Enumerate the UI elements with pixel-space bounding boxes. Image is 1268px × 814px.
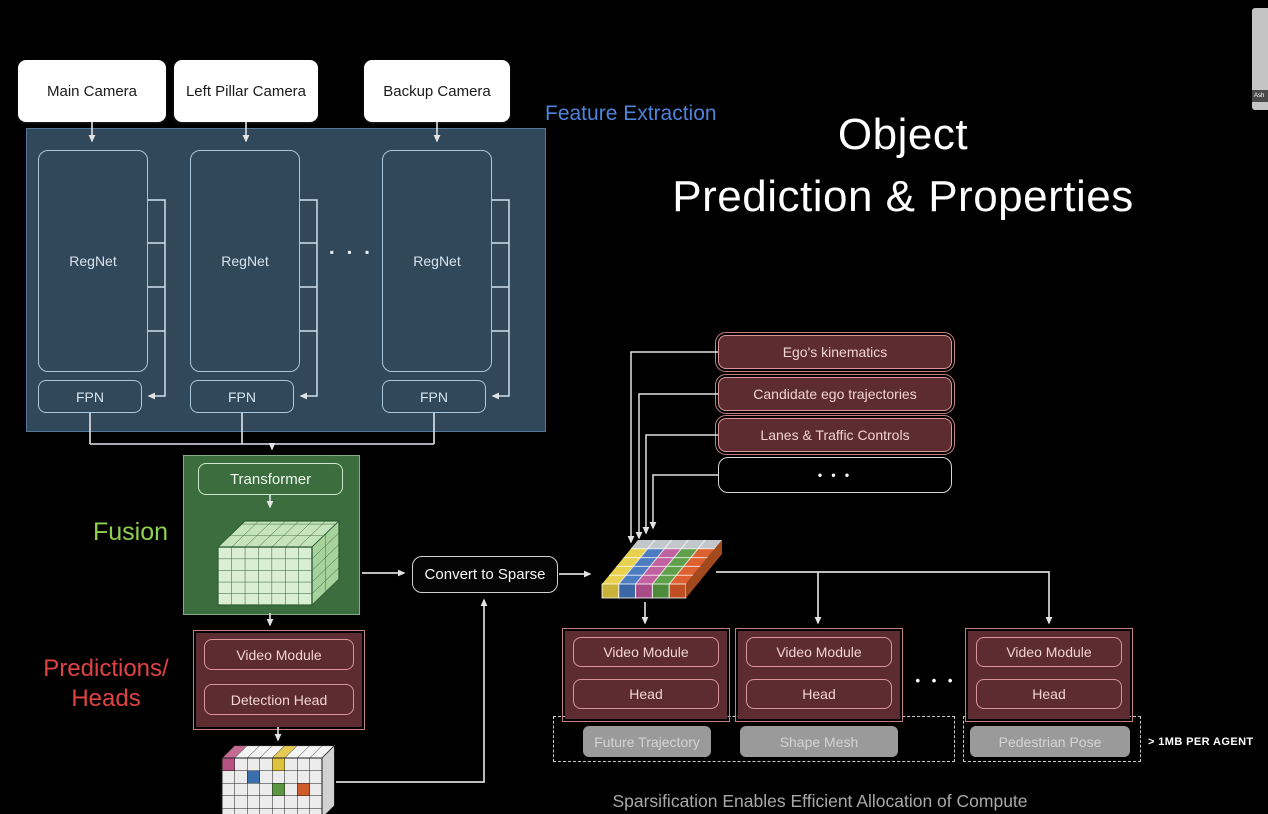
camera-box-main: Main Camera	[18, 60, 166, 122]
slide-title: Object Prediction & Properties	[620, 104, 1186, 229]
context-box-ellipsis: • • •	[718, 457, 952, 493]
video-module-block: Video Module	[204, 639, 354, 670]
regnet-label: RegNet	[69, 253, 117, 269]
regnet-block-2: RegNet	[190, 150, 300, 372]
context-box-ego-kinematics: Ego's kinematics	[715, 332, 955, 372]
per-agent-note: > 1MB PER AGENT	[1148, 736, 1254, 748]
agent-stack-3: Video Module Head	[965, 628, 1133, 722]
agent-stack-2: Video Module Head	[735, 628, 903, 722]
feature-extraction-label: Feature Extraction	[545, 102, 717, 125]
stack-head: Head	[573, 679, 719, 709]
camera-label: Main Camera	[46, 82, 138, 100]
fpn-block-2: FPN	[190, 380, 294, 413]
sparse-output-grid	[221, 744, 336, 814]
output-pedestrian-pose: Pedestrian Pose	[970, 726, 1130, 757]
context-box-candidate-trajectories: Candidate ego trajectories	[715, 374, 955, 414]
fpn-block-1: FPN	[38, 380, 142, 413]
participant-thumbnail[interactable]: Ash	[1252, 8, 1268, 110]
context-box-lanes-traffic: Lanes & Traffic Controls	[715, 415, 955, 455]
regnet-label: RegNet	[413, 253, 461, 269]
output-shape-mesh: Shape Mesh	[740, 726, 898, 757]
stack-head: Head	[976, 679, 1122, 709]
participant-name-label: Ash	[1252, 90, 1268, 102]
output-future-trajectory: Future Trajectory	[583, 726, 711, 757]
sparse-tensor	[601, 539, 722, 599]
predictions-label-line1: Predictions/	[43, 655, 169, 682]
stack-video-module: Video Module	[976, 637, 1122, 667]
title-line-2: Prediction & Properties	[672, 172, 1134, 222]
detection-head-block: Detection Head	[204, 684, 354, 715]
camera-label: Left Pillar Camera	[185, 82, 307, 100]
fpn-label: FPN	[76, 388, 104, 405]
predictions-heads-label: Predictions/ Heads	[26, 654, 186, 714]
stack-head: Head	[746, 679, 892, 709]
fusion-label: Fusion	[93, 518, 169, 546]
camera-box-left-pillar: Left Pillar Camera	[174, 60, 318, 122]
camera-box-backup: Backup Camera	[364, 60, 510, 122]
detection-panel	[193, 630, 365, 730]
camera-label: Backup Camera	[383, 82, 491, 100]
regnet-ellipsis: ▪ ▪ ▪	[329, 245, 375, 259]
stack-video-module: Video Module	[573, 637, 719, 667]
agent-stack-1: Video Module Head	[562, 628, 730, 722]
stack-ellipsis: • • •	[915, 672, 957, 688]
stack-video-module: Video Module	[746, 637, 892, 667]
regnet-block-3: RegNet	[382, 150, 492, 372]
convert-to-sparse-block: Convert to Sparse	[412, 556, 558, 593]
slide-caption: Sparsification Enables Efficient Allocat…	[612, 791, 1028, 811]
predictions-label-line2: Heads	[71, 685, 141, 712]
regnet-block-1: RegNet	[38, 150, 148, 372]
regnet-label: RegNet	[221, 253, 269, 269]
fpn-label: FPN	[420, 388, 448, 405]
title-line-1: Object	[837, 110, 969, 159]
transformer-block: Transformer	[198, 463, 343, 495]
fpn-block-3: FPN	[382, 380, 486, 413]
fpn-label: FPN	[228, 388, 256, 405]
